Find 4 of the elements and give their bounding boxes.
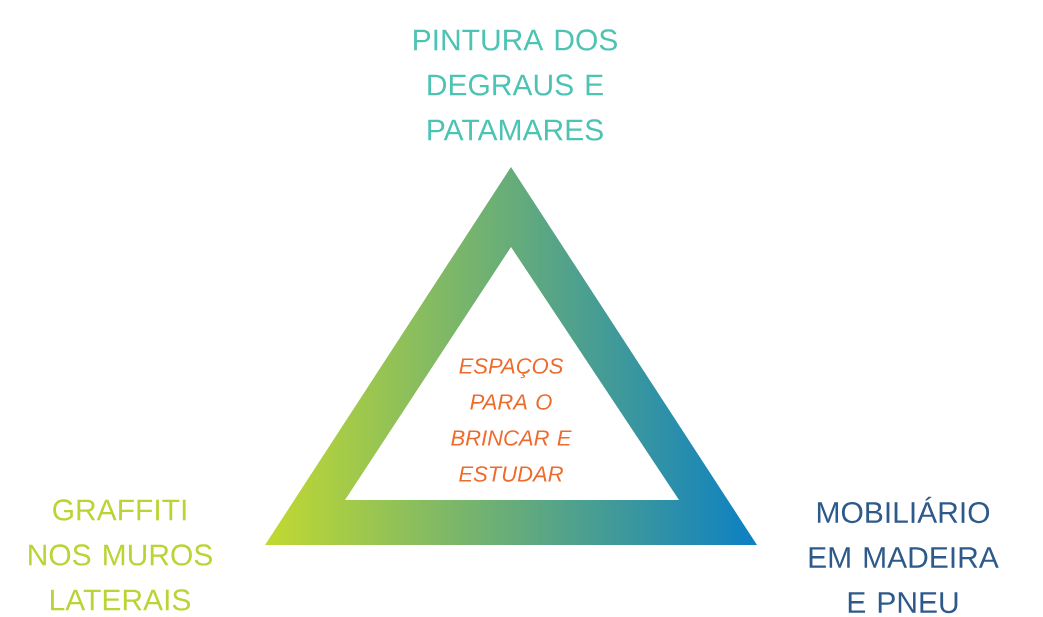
center-text: ESPAÇOS PARA O BRINCAR E ESTUDAR	[451, 358, 572, 482]
corner-label: PINTURA DOS DEGRAUS E PATAMARES	[414, 29, 617, 141]
corner-label: GRAFFITI NOS MUROS LATERAIS	[29, 499, 212, 611]
corner-label: MOBILIÁRIO EM MADEIRA E PNEU	[809, 496, 999, 614]
